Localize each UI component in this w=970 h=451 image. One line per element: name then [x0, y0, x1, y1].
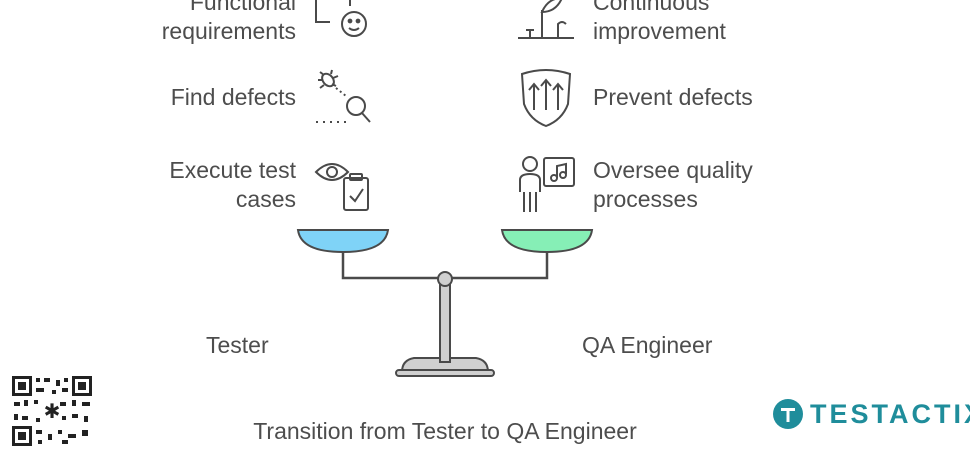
svg-text:✱: ✱ [44, 399, 61, 423]
brand-logo: TESTACTIX [772, 398, 970, 430]
left-side-name: Tester [206, 332, 269, 358]
shield-arrows-icon [516, 66, 578, 130]
right-item-2-label: Prevent defects [593, 84, 753, 110]
scale-base [400, 357, 490, 373]
scale-pole [439, 281, 451, 363]
qr-code-icon: ✱ [12, 376, 92, 451]
eye-clipboard-icon [314, 152, 374, 216]
t-logo-icon [773, 399, 803, 429]
right-item-1-label: Continuous improvement [593, 0, 726, 44]
bug-magnifier-icon [312, 66, 376, 130]
right-item-3-label: Oversee quality processes [593, 157, 753, 212]
left-item-3-label: Execute test cases [169, 157, 296, 212]
left-item-2-label: Find defects [170, 84, 296, 110]
scale-pivot [437, 271, 453, 287]
plant-growth-icon [516, 0, 578, 42]
brand-name: TESTACTIX [810, 398, 970, 429]
person-board-icon [516, 152, 580, 216]
scale-foot [395, 369, 495, 377]
puzzle-face-icon [310, 0, 376, 42]
left-pan [296, 229, 390, 254]
diagram-title: Transition from Tester to QA Engineer [253, 418, 637, 444]
left-item-1-label: Functional requirements [161, 0, 296, 44]
right-side-name: QA Engineer [582, 332, 713, 358]
right-pan [500, 229, 594, 254]
